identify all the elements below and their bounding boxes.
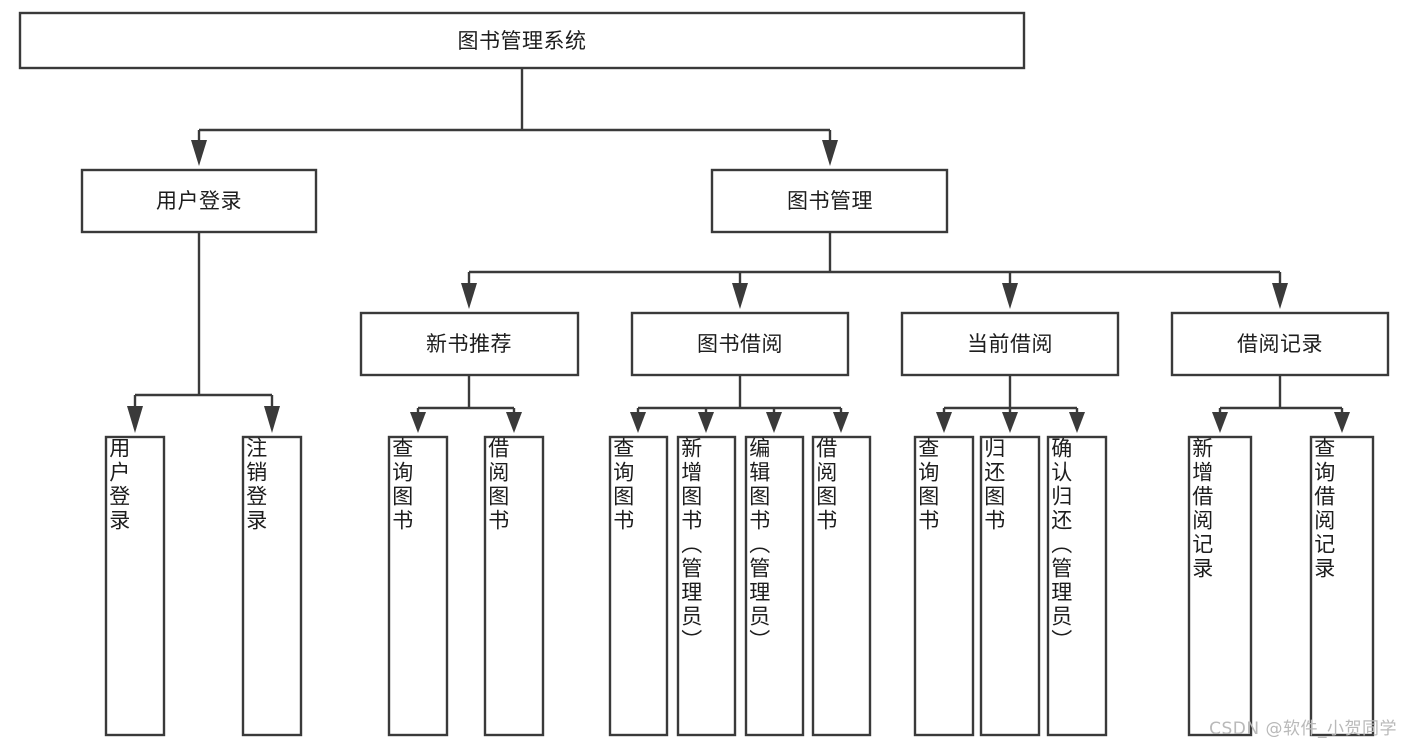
- arrowhead-confirm-return-admin: [1069, 412, 1085, 433]
- arrowhead-add-borrow-record: [1212, 412, 1228, 433]
- connector-group-new-book-recommend: [410, 375, 522, 433]
- arrowhead-borrow-book-2: [833, 412, 849, 433]
- arrowhead-query-book-1: [410, 412, 426, 433]
- arrowhead-user-login: [191, 140, 207, 166]
- node-box-query-book-3[interactable]: [913, 435, 975, 737]
- node-box-user-logout[interactable]: [241, 435, 303, 737]
- node-box-add-book-admin[interactable]: [676, 435, 737, 737]
- node-box-add-borrow-record[interactable]: [1187, 435, 1253, 737]
- arrowhead-book-manage: [822, 140, 838, 166]
- node-box-query-borrow-record[interactable]: [1309, 435, 1375, 737]
- arrowhead-add-book-admin: [698, 412, 714, 433]
- node-box-book-borrow[interactable]: [630, 311, 850, 377]
- node-box-borrow-book-2[interactable]: [811, 435, 872, 737]
- node-label-book-manage: 图书管理: [787, 189, 873, 213]
- node-label-root: 图书管理系统: [458, 29, 587, 53]
- connector-group-user-login: [127, 232, 280, 433]
- node-box-new-book-recommend[interactable]: [359, 311, 580, 377]
- arrowhead-borrow-book-1: [506, 412, 522, 433]
- arrowhead-query-book-3: [936, 412, 952, 433]
- node-box-edit-book-admin[interactable]: [744, 435, 805, 737]
- connector-group-book-manage: [461, 232, 1288, 309]
- node-box-root[interactable]: [18, 11, 1026, 70]
- node-label-new-book-recommend: 新书推荐: [426, 332, 512, 356]
- arrowhead-borrow-record: [1272, 283, 1288, 309]
- arrowhead-query-borrow-record: [1334, 412, 1350, 433]
- node-box-book-manage[interactable]: [710, 168, 949, 234]
- arrowhead-user-login-do: [127, 406, 143, 433]
- node-label-book-borrow: 图书借阅: [697, 332, 783, 356]
- arrowhead-edit-book-admin: [766, 412, 782, 433]
- node-label-borrow-record: 借阅记录: [1237, 332, 1323, 356]
- node-box-current-borrow[interactable]: [900, 311, 1120, 377]
- node-label-user-login: 用户登录: [156, 189, 242, 213]
- node-box-return-book[interactable]: [979, 435, 1041, 737]
- node-label-current-borrow: 当前借阅: [967, 332, 1053, 356]
- arrowhead-user-logout: [264, 406, 280, 433]
- node-box-borrow-book-1[interactable]: [483, 435, 545, 737]
- arrowhead-return-book: [1002, 412, 1018, 433]
- arrowhead-query-book-2: [630, 412, 646, 433]
- arrowhead-current-borrow: [1002, 283, 1018, 309]
- connector-group-borrow-record: [1212, 375, 1350, 433]
- node-box-query-book-2[interactable]: [608, 435, 669, 737]
- watermark-text: CSDN @软件_小贺同学: [1209, 719, 1397, 739]
- node-box-user-login-do[interactable]: [104, 435, 166, 737]
- connector-group-root: [191, 68, 838, 166]
- node-box-borrow-record[interactable]: [1170, 311, 1390, 377]
- node-box-query-book-1[interactable]: [387, 435, 449, 737]
- connector-group-book-borrow: [630, 375, 849, 433]
- node-box-confirm-return-admin[interactable]: [1046, 435, 1108, 737]
- arrowhead-new-book-recommend: [461, 283, 477, 309]
- connector-group-current-borrow: [936, 375, 1085, 433]
- node-box-user-login[interactable]: [80, 168, 318, 234]
- arrowhead-book-borrow: [732, 283, 748, 309]
